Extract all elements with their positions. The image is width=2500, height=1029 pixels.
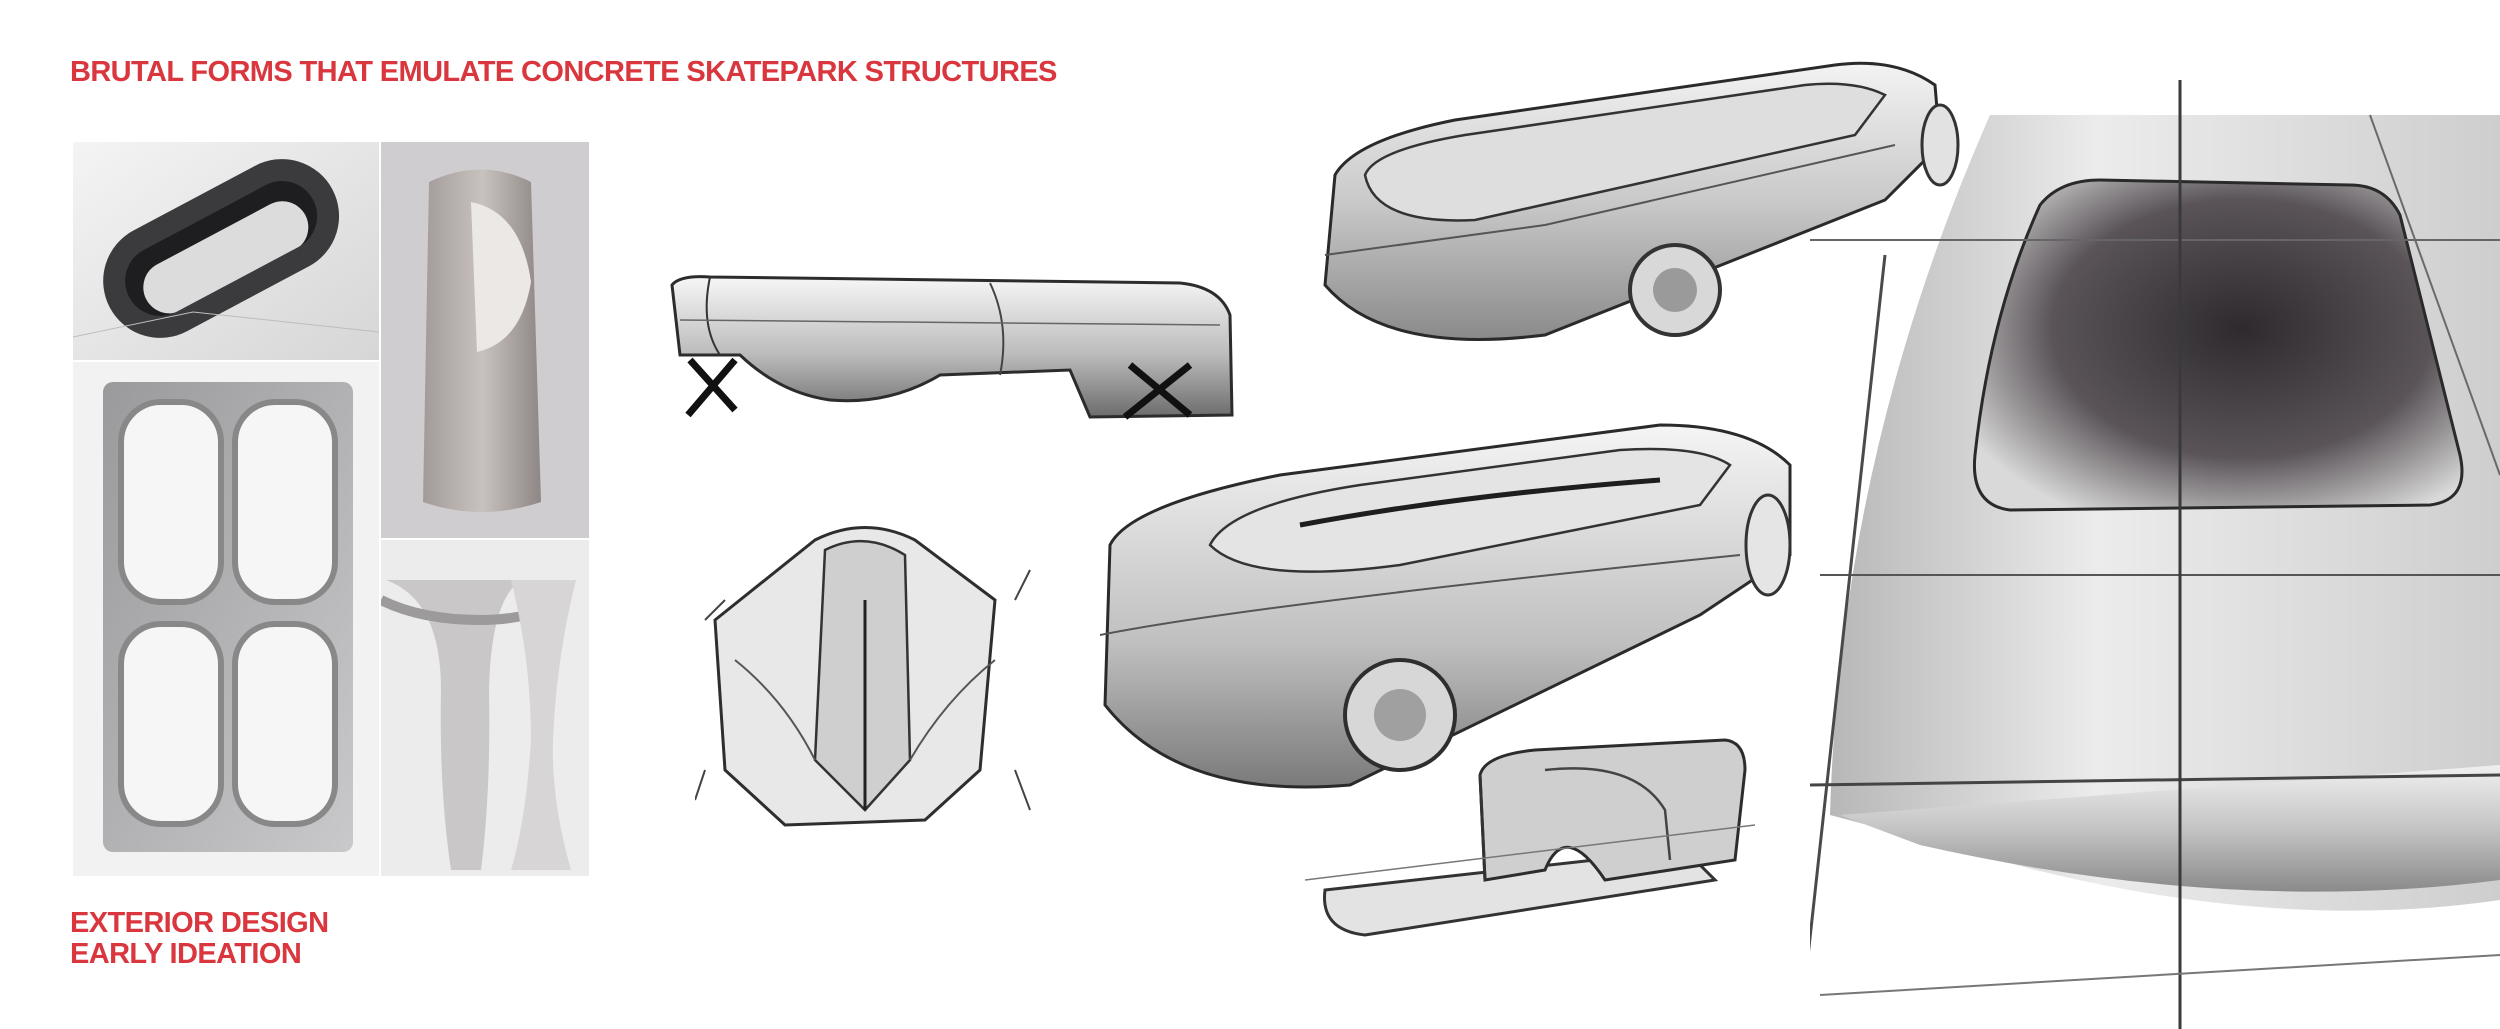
sculpted-column-photo <box>381 540 589 876</box>
block-form-sketch <box>1305 738 1755 937</box>
four-cell-tray-photo <box>73 362 379 876</box>
caption-line-2: EARLY IDEATION <box>70 938 302 970</box>
caption-line-1: EXTERIOR DESIGN <box>70 907 329 939</box>
large-perspective-render <box>1810 80 2500 1029</box>
concrete-stool-photo <box>381 142 589 538</box>
three-quarter-view-sketch-upper <box>1323 61 1960 341</box>
top-view-sketch <box>695 526 1031 827</box>
page-heading: BRUTAL FORMS THAT EMULATE CONCRETE SKATE… <box>70 56 1057 88</box>
ring-object-photo <box>73 142 379 360</box>
three-quarter-view-sketch-lower <box>1100 423 1792 789</box>
side-view-sketch-crossed-out <box>670 275 1234 420</box>
section-caption: EXTERIOR DESIGN EARLY IDEATION <box>70 908 329 970</box>
